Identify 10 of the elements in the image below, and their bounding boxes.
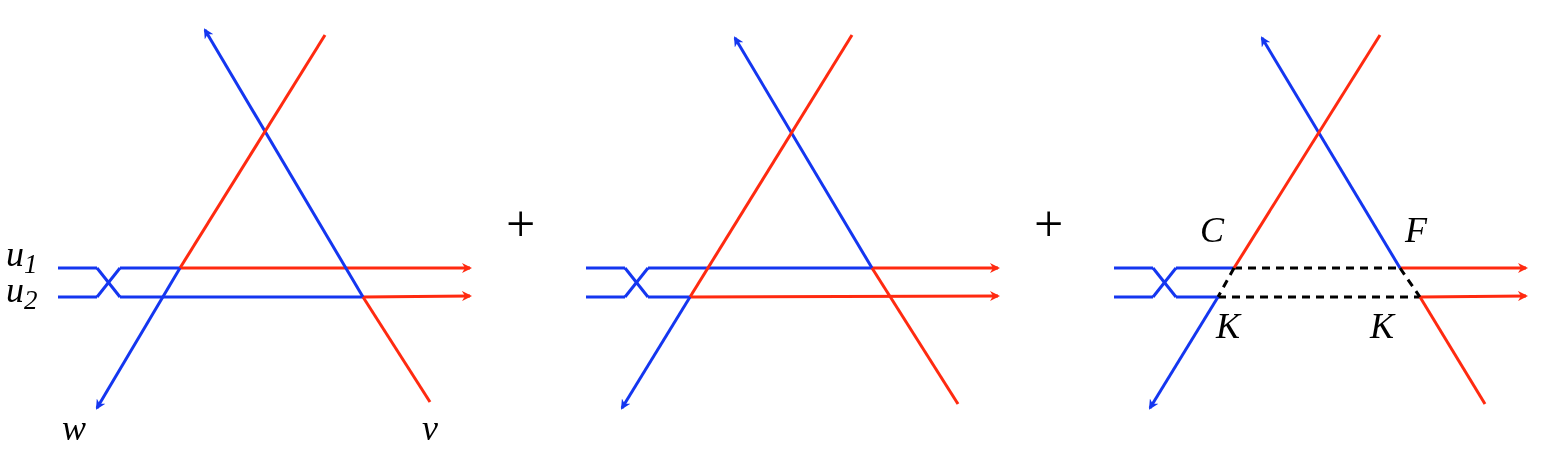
- line-label: v: [422, 410, 438, 446]
- line-label: K: [1370, 308, 1394, 344]
- line-label: F: [1405, 212, 1427, 248]
- line-label: u$_{1}$: [6, 236, 38, 272]
- line-label: C: [1200, 212, 1224, 248]
- line-label: u$_{2}$: [6, 272, 38, 308]
- plus-sign: +: [1034, 198, 1064, 250]
- plus-sign: +: [506, 198, 536, 250]
- line-label: K: [1216, 308, 1240, 344]
- line-label: w: [62, 410, 86, 446]
